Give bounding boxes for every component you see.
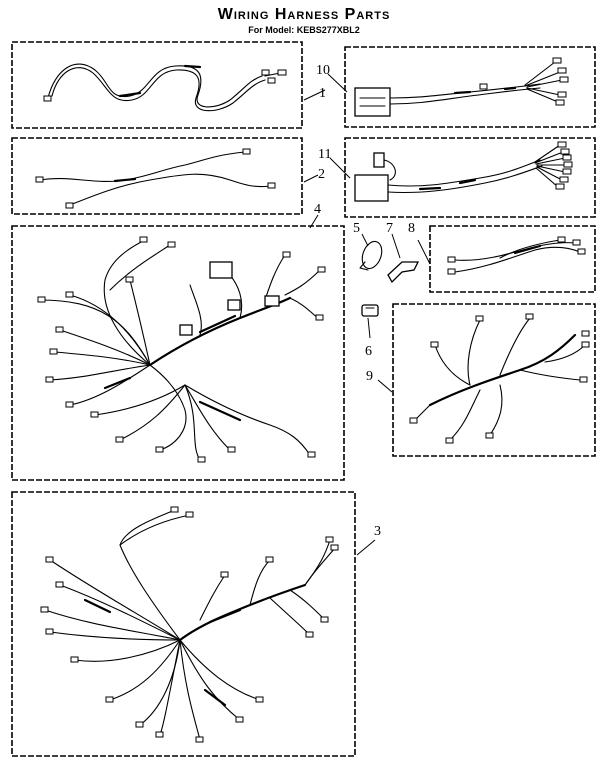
callout-2: 2 <box>303 167 325 183</box>
part-1-harness <box>11 41 303 129</box>
part-8-box <box>429 225 596 293</box>
model-subtitle: For Model: KEBS277XBL2 <box>248 25 360 35</box>
callout-11: 11 <box>318 147 351 179</box>
callout-7: 7 <box>386 221 401 259</box>
part-11-harness <box>344 137 596 218</box>
part-4-box <box>11 225 345 481</box>
part-10-box <box>344 46 596 128</box>
page-title: Wiring Harness Parts <box>217 6 391 23</box>
part-5-clip <box>359 240 383 271</box>
callout-6: 6 <box>365 317 372 359</box>
part-9-box <box>392 303 596 457</box>
svg-text:10: 10 <box>316 63 330 78</box>
part-10-connector-block <box>354 87 391 117</box>
callout-3: 3 <box>356 524 381 556</box>
callout-1: 1 <box>303 86 326 101</box>
svg-text:7: 7 <box>386 221 393 236</box>
svg-text:3: 3 <box>374 524 381 539</box>
svg-text:4: 4 <box>314 202 321 217</box>
svg-text:11: 11 <box>318 147 331 162</box>
svg-text:8: 8 <box>408 221 415 236</box>
part-11-small-connector <box>373 152 385 168</box>
part-4-connector <box>209 261 233 279</box>
part-1-box <box>11 41 303 129</box>
part-3-harness <box>11 491 356 757</box>
part-6-connector <box>361 304 379 317</box>
part-10-harness <box>344 46 596 128</box>
part-11-box <box>344 137 596 218</box>
svg-text:5: 5 <box>353 221 360 236</box>
callout-9: 9 <box>366 369 393 393</box>
part-2-harness <box>11 137 303 215</box>
part-9-harness <box>392 303 596 457</box>
callout-4: 4 <box>309 202 321 229</box>
part-2-box <box>11 137 303 215</box>
svg-text:1: 1 <box>319 86 326 101</box>
callout-10: 10 <box>316 63 348 93</box>
part-4-harness <box>11 225 345 481</box>
part-7-bracket <box>387 261 420 284</box>
part-8-harness <box>429 225 596 293</box>
svg-text:2: 2 <box>318 167 325 182</box>
part-11-connector-block <box>354 174 389 202</box>
callout-5: 5 <box>353 221 369 247</box>
part-3-box <box>11 491 356 757</box>
svg-text:9: 9 <box>366 369 373 384</box>
svg-text:6: 6 <box>365 344 372 359</box>
callout-8: 8 <box>408 221 431 265</box>
